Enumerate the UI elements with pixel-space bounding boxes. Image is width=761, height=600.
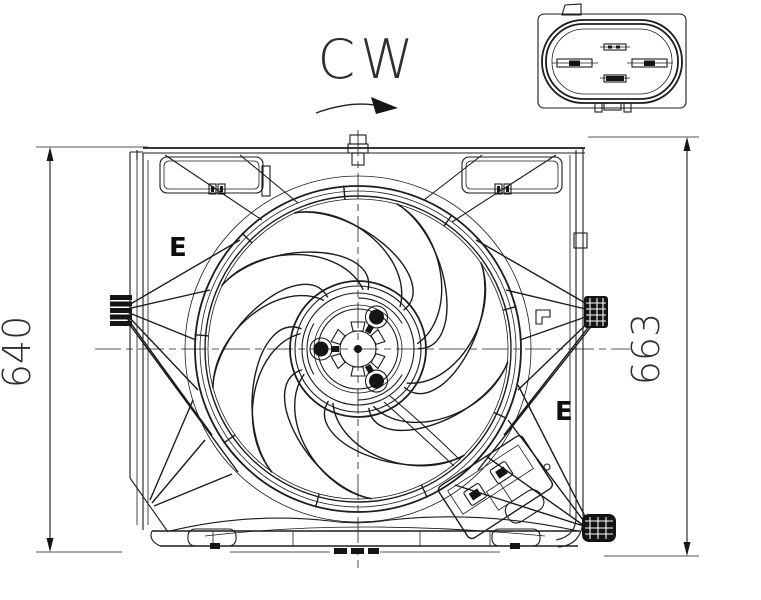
motor-connector [437,435,554,540]
fan-blade [164,215,366,405]
fan-shroud [129,134,588,554]
fan-ring [184,175,532,523]
top-mount-clip [347,134,369,166]
rotation-indicator: CW [315,28,418,114]
connector-pins [552,43,673,83]
dimension-left-value: 640 [0,316,39,389]
marking-right-e: E [555,397,573,427]
mount-grommet-left [110,295,132,326]
fan-blade [221,211,403,308]
mount-grommet-bottom-right [582,514,616,542]
cw-arrow-icon [315,97,398,114]
dimension-right-value: 663 [624,313,668,386]
mount-grommet-right [584,296,608,328]
marking-left-e: E [169,233,187,263]
connector-pinout-detail [537,3,687,113]
dimension-right: 663 [588,136,699,557]
fan-blade [375,190,502,386]
dimension-left: 640 [0,146,148,553]
fan-blade [371,251,546,457]
rotation-label: CW [317,28,418,91]
motor-cable [383,395,461,467]
fan-hub [289,280,427,418]
fan-assembly: E E [95,130,630,568]
